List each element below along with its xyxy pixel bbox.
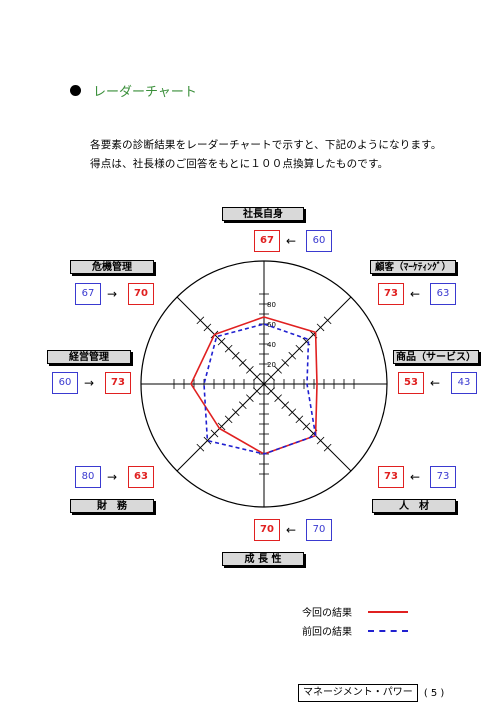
axis-label-people: 人 材 — [372, 499, 456, 513]
score-previous-president: 60 — [306, 230, 332, 252]
page-number: ( 5 ) — [423, 687, 445, 699]
arrow-left-icon: ← — [285, 234, 297, 248]
series-previous-line — [203, 323, 317, 455]
radar-tick-label: 60 — [267, 321, 276, 329]
legend-current: 今回の結果 — [302, 604, 408, 619]
radar-tick-label: 20 — [267, 361, 276, 369]
bullet-icon — [70, 84, 81, 96]
radar-tick — [196, 316, 205, 325]
score-previous-finance: 80 — [75, 466, 101, 488]
score-current-growth: 70 — [254, 519, 280, 541]
radar-tick — [316, 323, 325, 332]
radar-tick — [253, 387, 261, 395]
radar-tick — [281, 401, 290, 410]
arrow-left-icon: ← — [409, 470, 421, 484]
arrow-left-icon: ← — [285, 523, 297, 537]
radar-tick — [238, 358, 247, 367]
radar-tick — [217, 337, 226, 346]
axis-label-management: 経営管理 — [47, 350, 131, 364]
arrow-right-icon: → — [83, 376, 95, 390]
score-previous-customer: 63 — [430, 283, 456, 305]
axis-label-growth: 成 長 性 — [222, 552, 304, 566]
radar-tick — [323, 443, 332, 452]
radar-tick — [316, 436, 325, 445]
score-previous-people: 73 — [430, 466, 456, 488]
arrow-left-icon: ← — [409, 287, 421, 301]
radar-tick — [323, 316, 332, 325]
radar-tick — [196, 443, 205, 452]
score-current-president: 67 — [254, 230, 280, 252]
radar-spoke — [176, 383, 265, 472]
radar-tick — [246, 366, 254, 374]
radar-tick-label: 40 — [267, 341, 276, 349]
legend-previous-label: 前回の結果 — [302, 627, 352, 638]
radar-tick — [246, 394, 254, 402]
score-previous-management: 60 — [52, 372, 78, 394]
axis-label-customer: 顧客（ﾏｰｹﾃｨﾝｸﾞ） — [370, 260, 456, 274]
score-current-risk: 70 — [128, 283, 154, 305]
intro-line-2: 得点は、社長様のご回答をもとに１００点換算したものです。 — [90, 158, 389, 170]
radar-tick — [295, 415, 304, 424]
legend-previous-swatch — [368, 629, 408, 632]
heading-text: レーダーチャート — [93, 84, 197, 100]
radar-spoke — [176, 296, 265, 385]
legend-current-label: 今回の結果 — [302, 608, 352, 619]
radar-tick — [231, 408, 240, 417]
radar-tick — [295, 344, 304, 353]
radar-tick — [274, 394, 282, 402]
radar-tick — [203, 323, 212, 332]
radar-tick — [210, 429, 219, 438]
radar-tick — [274, 366, 282, 374]
radar-tick — [224, 344, 233, 353]
radar-tick — [224, 415, 233, 424]
score-previous-product: 43 — [451, 372, 477, 394]
score-current-finance: 63 — [128, 466, 154, 488]
intro-text: 各要素の診断結果をレーダーチャートで示すと、下記のようになります。 得点は、社長… — [90, 136, 442, 174]
radar-tick — [231, 351, 240, 360]
radar-spoke — [263, 383, 352, 472]
arrow-right-icon: → — [106, 470, 118, 484]
radar-tick — [267, 373, 275, 381]
axis-label-product: 商品（サービス） — [393, 350, 479, 364]
legend-previous: 前回の結果 — [302, 623, 408, 638]
footer: マネージメント・パワー ( 5 ) — [298, 684, 444, 702]
score-previous-growth: 70 — [306, 519, 332, 541]
axis-label-risk: 危機管理 — [70, 260, 154, 274]
arrow-left-icon: ← — [429, 376, 441, 390]
radar-tick — [238, 401, 247, 410]
score-current-management: 73 — [105, 372, 131, 394]
legend-current-swatch — [368, 610, 408, 613]
radar-tick — [203, 436, 212, 445]
radar-tick — [267, 387, 275, 395]
score-previous-risk: 67 — [75, 283, 101, 305]
axis-label-finance: 財 務 — [70, 499, 154, 513]
radar-tick — [281, 358, 290, 367]
radar-tick — [302, 422, 311, 431]
footer-title: マネージメント・パワー — [298, 684, 418, 702]
score-current-people: 73 — [378, 466, 404, 488]
radar-tick — [253, 373, 261, 381]
radar-spoke — [263, 296, 352, 385]
radar-tick-label: 80 — [267, 301, 276, 309]
score-current-product: 53 — [398, 372, 424, 394]
radar-tick — [288, 408, 297, 417]
score-current-customer: 73 — [378, 283, 404, 305]
intro-line-1: 各要素の診断結果をレーダーチャートで示すと、下記のようになります。 — [90, 139, 442, 151]
arrow-right-icon: → — [106, 287, 118, 301]
axis-label-president: 社長自身 — [222, 207, 304, 221]
radar-tick — [217, 422, 226, 431]
section-heading: レーダーチャート — [70, 80, 197, 100]
radar-tick — [288, 351, 297, 360]
